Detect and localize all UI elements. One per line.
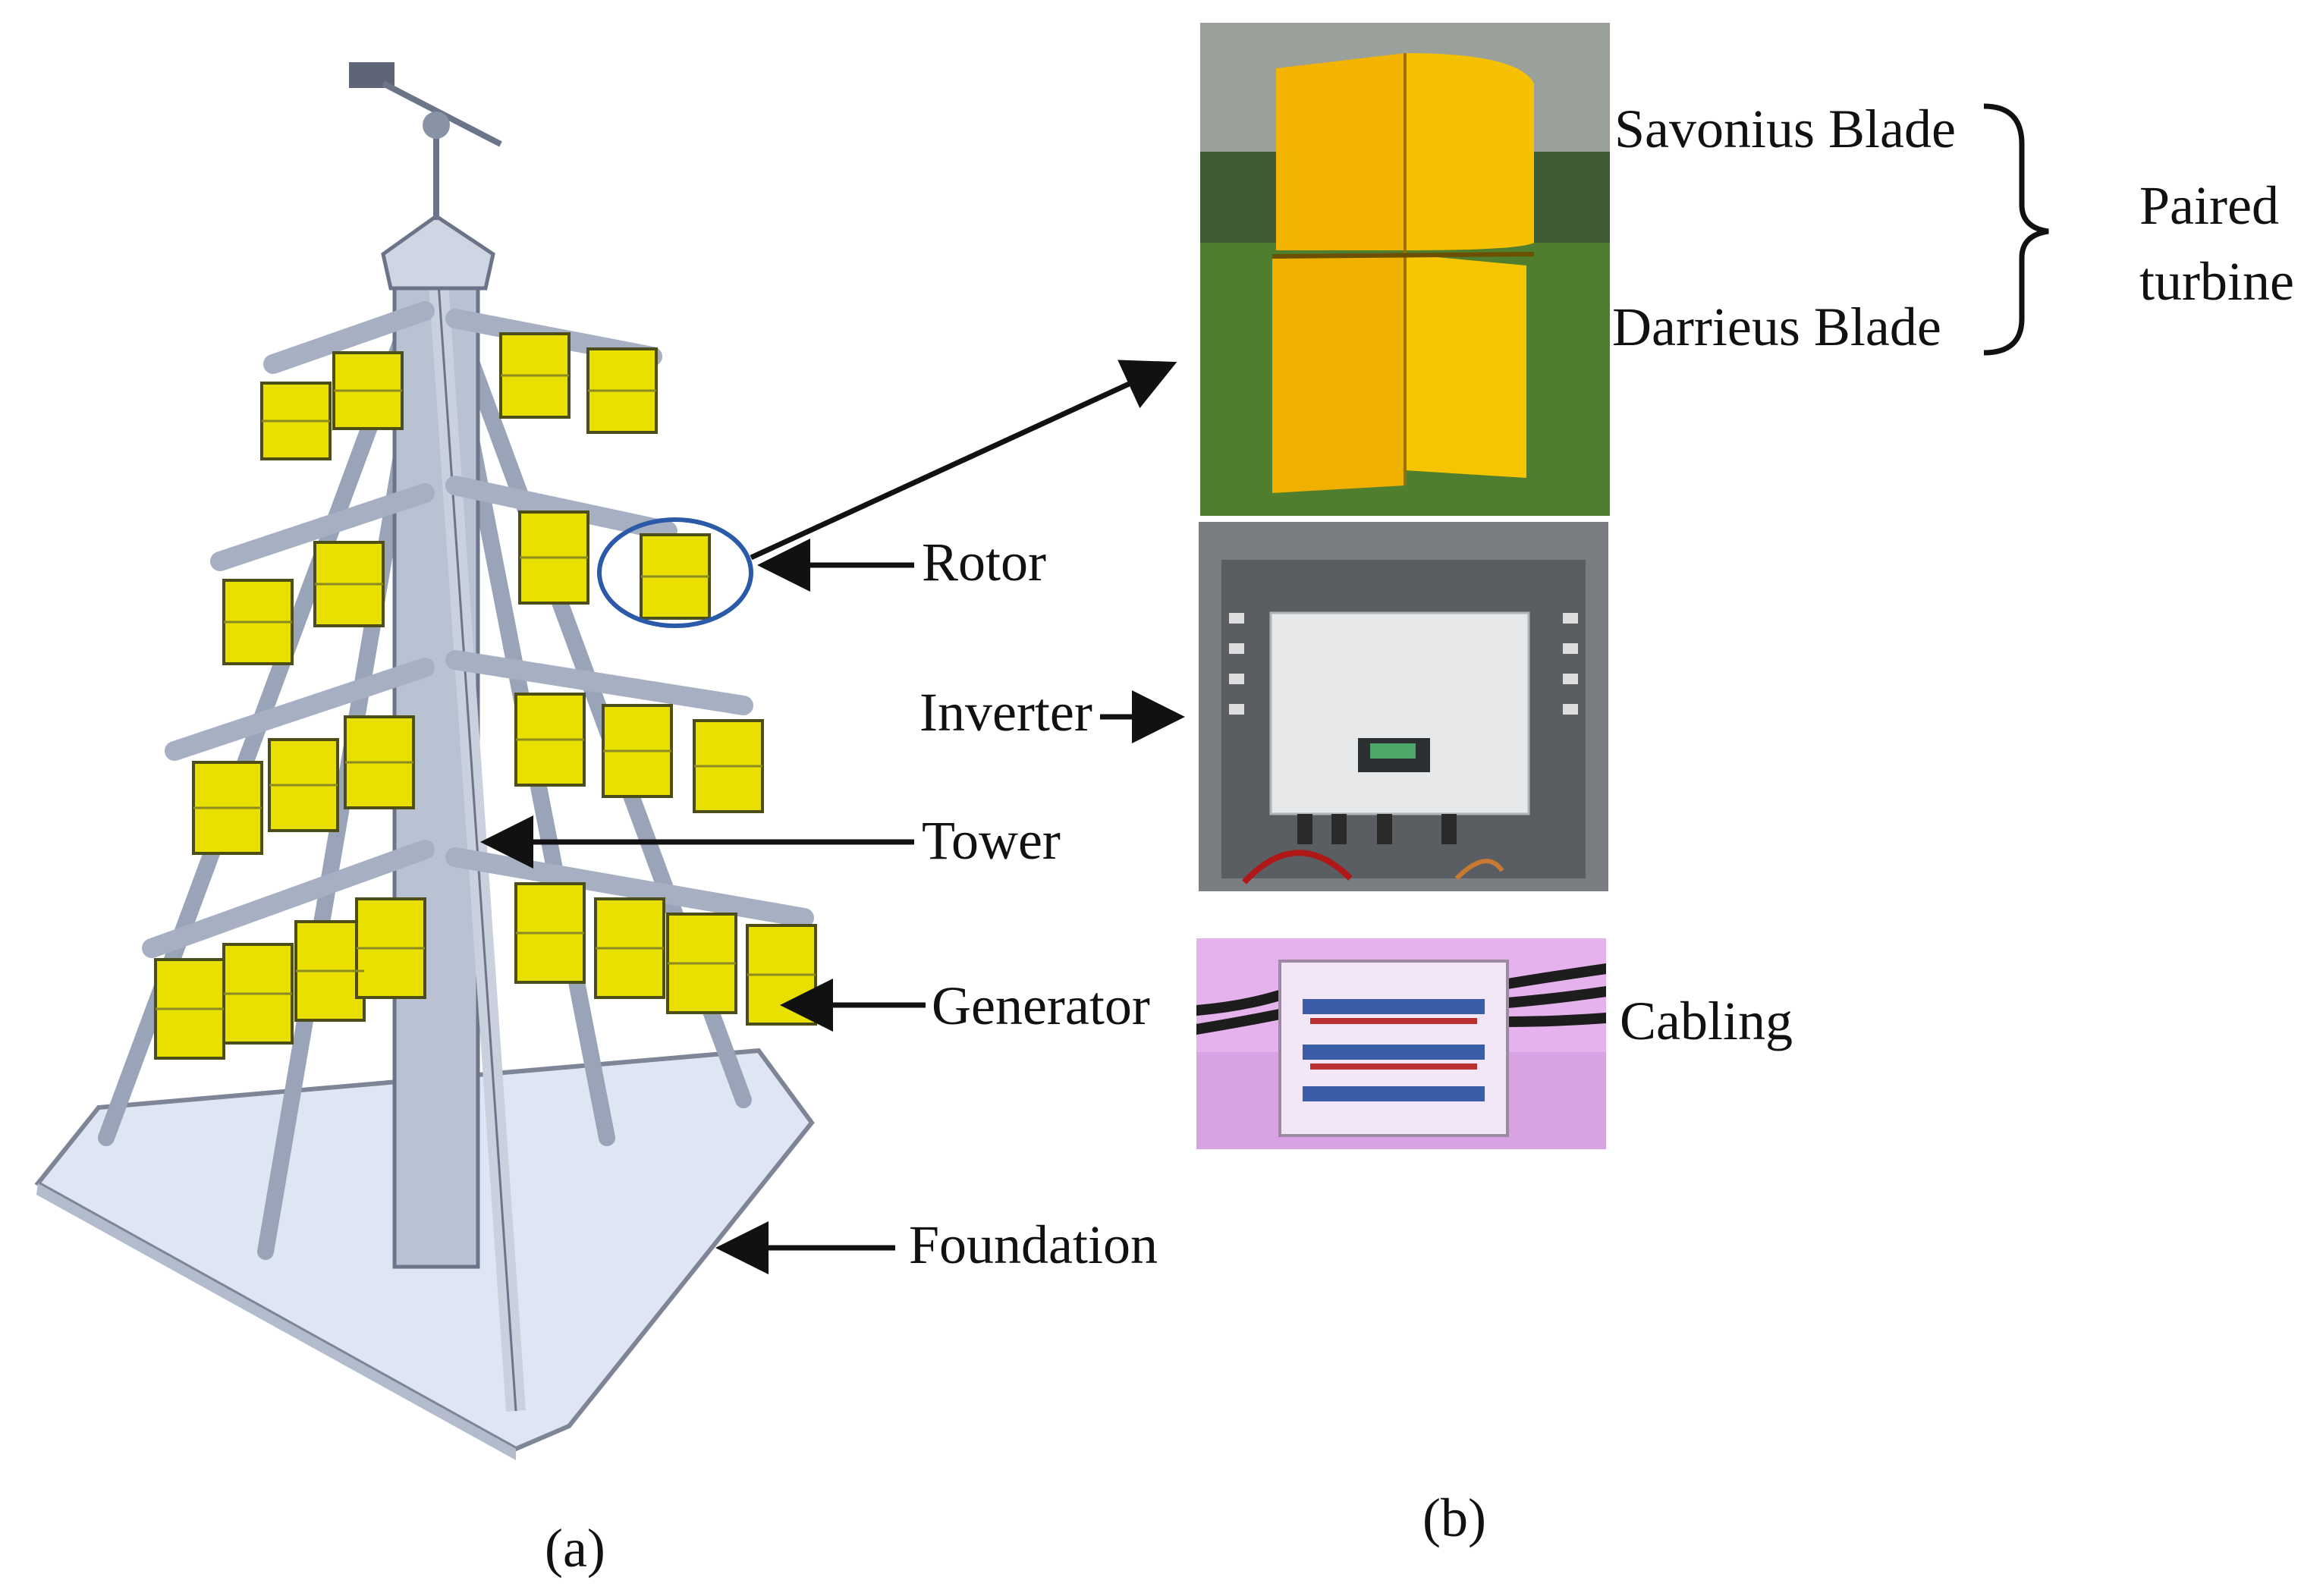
- paired-turbine-photo: [1200, 23, 1610, 516]
- label-darrieus-blade: Darrieus Blade: [1612, 297, 1941, 357]
- label-generator: Generator: [932, 976, 1150, 1036]
- label-paired-line2: turbine: [2139, 251, 2294, 312]
- paired-turbine-bracket: [1983, 103, 2049, 356]
- label-rotor: Rotor: [922, 532, 1047, 592]
- label-inverter: Inverter: [919, 682, 1092, 743]
- rotor-highlight-circle: [597, 517, 753, 628]
- caption-a: (a): [545, 1518, 605, 1579]
- label-cabling: Cabling: [1620, 991, 1793, 1051]
- inverter-photo: [1199, 522, 1608, 891]
- label-paired-line1: Paired: [2139, 175, 2279, 236]
- label-foundation: Foundation: [909, 1214, 1158, 1275]
- cabling-photo: [1196, 938, 1606, 1149]
- label-savonius-blade: Savonius Blade: [1614, 99, 1956, 159]
- label-tower: Tower: [922, 810, 1061, 871]
- caption-b: (b): [1422, 1488, 1486, 1548]
